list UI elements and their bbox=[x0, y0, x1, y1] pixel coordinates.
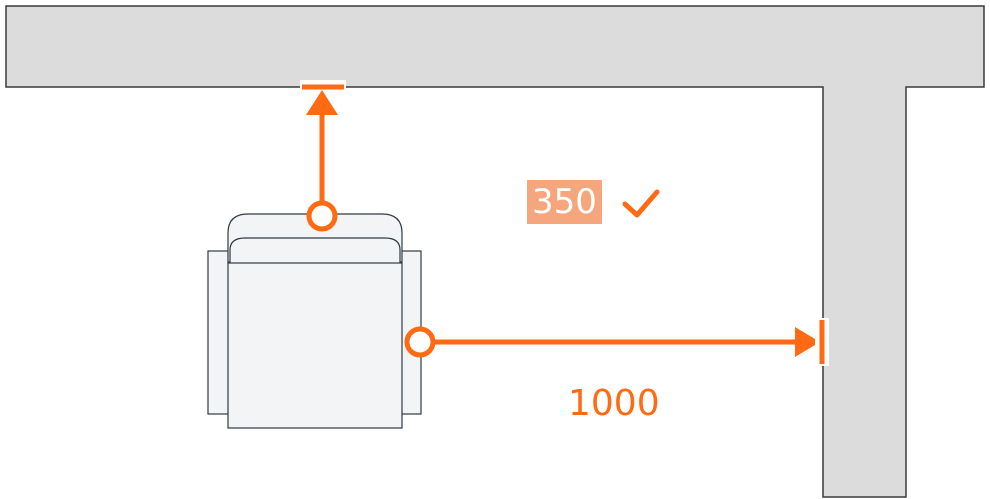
check-mark-icon bbox=[622, 189, 660, 218]
dimension-label-350: 350 bbox=[527, 180, 602, 224]
armchair-left-arm bbox=[207, 250, 231, 415]
armchair-seat bbox=[227, 262, 403, 429]
anchor-point-top bbox=[306, 200, 338, 232]
dimension-label-1000: 1000 bbox=[568, 383, 660, 424]
anchor-point-side bbox=[404, 326, 436, 358]
arrowhead-up bbox=[306, 90, 338, 115]
wall bbox=[5, 5, 985, 498]
dimension-line-vertical bbox=[300, 80, 346, 232]
dimension-line-horizontal bbox=[404, 318, 829, 366]
armchair bbox=[207, 213, 422, 429]
armchair-backrest-inner bbox=[229, 237, 401, 265]
arrowhead-right bbox=[795, 327, 820, 357]
